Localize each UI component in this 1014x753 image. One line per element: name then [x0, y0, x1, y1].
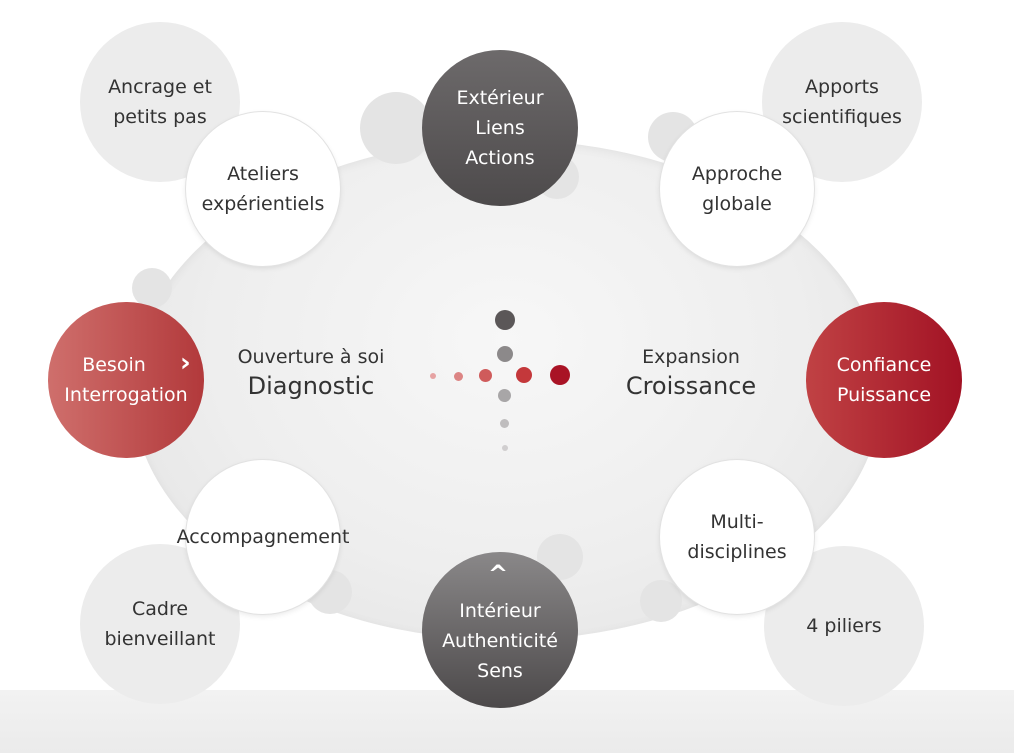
- center-dot: [430, 373, 436, 379]
- circle-text: bienveillant: [104, 628, 216, 650]
- center-dot: [516, 367, 532, 383]
- center-right-subtitle: Expansion: [642, 346, 740, 368]
- circle-exterieur: Extérieur Liens Actions: [422, 50, 578, 206]
- circle-text: 4 piliers: [806, 615, 882, 637]
- circle-text: Ateliers: [227, 163, 299, 185]
- center-dot: [550, 365, 570, 385]
- center-dot: [498, 389, 511, 402]
- center-left-subtitle: Ouverture à soi: [237, 346, 385, 368]
- chevron-right-icon: ›: [180, 348, 191, 378]
- circle-text: Actions: [465, 147, 535, 169]
- center-dot: [479, 369, 492, 382]
- circle-text: expérientiels: [201, 193, 325, 215]
- circle-text: Puissance: [836, 384, 932, 406]
- circle-text: Multi-: [710, 511, 764, 533]
- center-dot: [454, 372, 463, 381]
- decor-blob: [360, 92, 432, 164]
- inner-circle-bottom-left: Accompagnement: [177, 460, 349, 614]
- center-right-title: Croissance: [625, 372, 757, 400]
- circle-text: Cadre: [131, 598, 189, 620]
- circle-besoin: Besoin Interrogation: [48, 302, 204, 458]
- circle-text: Authenticité: [442, 630, 558, 652]
- center-left-label: Ouverture à soi Diagnostic: [228, 346, 394, 400]
- circle-text: Apports: [805, 76, 879, 98]
- circle-text: disciplines: [687, 541, 787, 563]
- circle-text: Interrogation: [64, 384, 188, 406]
- center-right-label: Expansion Croissance: [608, 346, 774, 400]
- circle-text: Extérieur: [456, 87, 544, 109]
- decor-blob: [640, 580, 682, 622]
- circle-text: Intérieur: [459, 600, 541, 622]
- center-dot: [502, 445, 508, 451]
- circle-text: Sens: [477, 660, 523, 682]
- circle-text: petits pas: [113, 106, 207, 128]
- center-dot: [497, 346, 513, 362]
- circle-text: Approche: [691, 163, 783, 185]
- center-dot: [500, 419, 509, 428]
- center-dot: [495, 310, 515, 330]
- decor-blob: [132, 268, 172, 308]
- circle-text: scientifiques: [782, 106, 902, 128]
- circle-text: Ancrage et: [108, 76, 212, 98]
- circle-confiance: Confiance Puissance: [806, 302, 962, 458]
- chevron-up-icon: ^: [488, 560, 509, 588]
- circle-interieur: Intérieur Authenticité Sens: [422, 552, 578, 708]
- circle-text: globale: [702, 193, 772, 215]
- inner-circle-bottom-right: Multi- disciplines: [660, 460, 814, 614]
- inner-circle-top-right: Approche globale: [660, 112, 814, 266]
- circle-text: Accompagnement: [176, 526, 350, 548]
- circle-text: Besoin: [82, 354, 146, 376]
- inner-circle-top-left: Ateliers expérientiels: [186, 112, 340, 266]
- circle-text: Confiance: [836, 354, 932, 376]
- circle-text: Liens: [475, 117, 525, 139]
- center-left-title: Diagnostic: [247, 372, 375, 400]
